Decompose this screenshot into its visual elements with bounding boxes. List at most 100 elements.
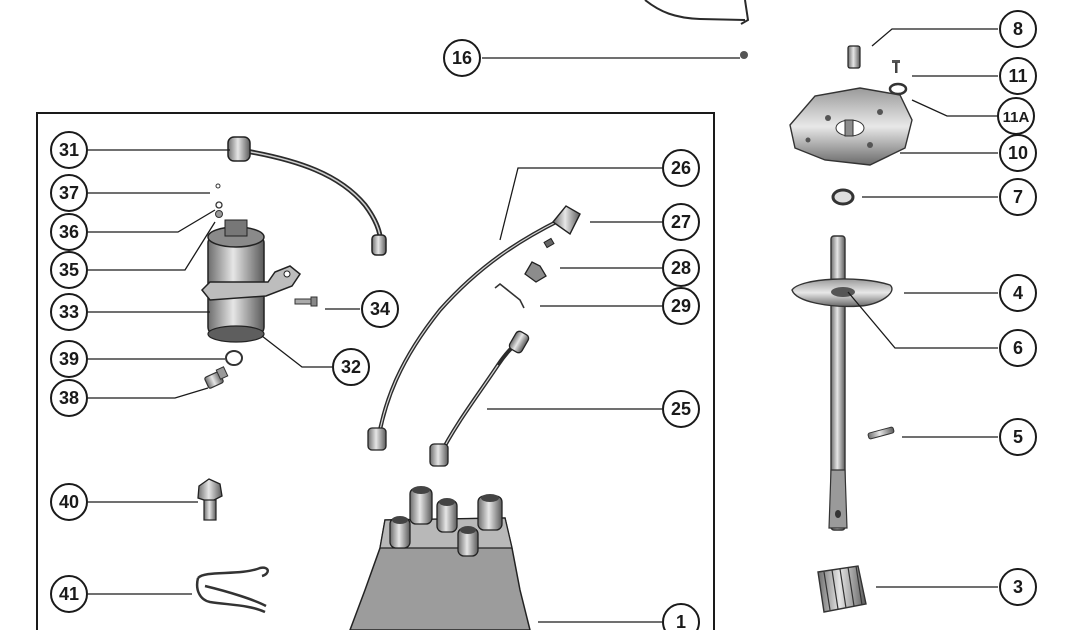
callout-circle (662, 249, 700, 287)
callout-27: 27 (662, 203, 700, 241)
callout-number: 41 (59, 584, 79, 604)
callout-circle (999, 568, 1037, 606)
callout-number: 1 (676, 612, 686, 630)
part-37-washer (215, 183, 221, 189)
callout-7: 7 (999, 178, 1037, 216)
part-29-spring (494, 282, 525, 309)
part-8-bushing (847, 45, 861, 69)
callout-number: 35 (59, 260, 79, 280)
callout-26: 26 (662, 149, 700, 187)
callout-16: 16 (443, 39, 481, 77)
part-38-screw (204, 366, 229, 389)
callout-circle (999, 329, 1037, 367)
part-32-coil-bracket (200, 265, 302, 301)
callout-number: 11 (1008, 66, 1027, 86)
callout-circle (999, 274, 1037, 312)
callout-number: 34 (370, 299, 390, 319)
callout-circle (361, 290, 399, 328)
callout-number: 5 (1013, 427, 1023, 447)
part-7-washer (831, 188, 855, 206)
callout-36: 36 (50, 213, 88, 251)
part-36-washer (215, 201, 223, 209)
callout-circle (662, 390, 700, 428)
callout-37: 37 (50, 174, 88, 212)
callout-number: 28 (671, 258, 691, 278)
callout-11: 11 (999, 57, 1037, 95)
callout-40: 40 (50, 483, 88, 521)
callout-39: 39 (50, 340, 88, 378)
callout-5: 5 (999, 418, 1037, 456)
part-11A-washer (888, 82, 908, 96)
callout-number: 11A (1003, 109, 1030, 126)
callout-circle (999, 57, 1037, 95)
part-34-screw (294, 296, 318, 307)
callout-circle (332, 348, 370, 386)
callout-number: 29 (671, 296, 691, 316)
callout-11a: 11A (997, 97, 1035, 135)
leader-lines (88, 28, 998, 623)
callout-number: 38 (59, 388, 79, 408)
part-27-boot (543, 205, 581, 249)
callout-number: 8 (1013, 19, 1023, 39)
part-35-nut (215, 210, 223, 218)
callout-4: 4 (999, 274, 1037, 312)
callout-3: 3 (999, 568, 1037, 606)
callout-circle (662, 203, 700, 241)
callout-number: 32 (341, 357, 361, 377)
callout-circle (50, 251, 88, 289)
callout-circle (50, 483, 88, 521)
callout-circle (50, 293, 88, 331)
callout-circle (997, 97, 1035, 135)
callout-number: 40 (59, 492, 79, 512)
callout-circle (999, 10, 1037, 48)
callout-circle (50, 174, 88, 212)
part-1-distributor-cap (348, 486, 531, 631)
callout-34: 34 (361, 290, 399, 328)
callout-circle (50, 379, 88, 417)
callout-number: 6 (1013, 338, 1023, 358)
callout-number: 33 (59, 302, 79, 322)
part-31-coil-lead (227, 136, 387, 256)
callout-number: 37 (59, 183, 79, 203)
callout-number: 7 (1013, 187, 1023, 207)
part-10-breaker-plate (789, 87, 913, 166)
callout-number: 36 (59, 222, 79, 242)
callout-number: 31 (59, 140, 79, 160)
callout-number: 27 (671, 212, 691, 232)
callout-8: 8 (999, 10, 1037, 48)
part-40-bolt (197, 478, 223, 521)
part-26-distributor-lead (367, 218, 561, 451)
part-16-nut (740, 51, 748, 59)
callout-number: 10 (1008, 143, 1028, 163)
part-3-drive-gear (817, 565, 867, 613)
callout-circle (999, 134, 1037, 172)
callout-circle (662, 603, 700, 635)
callout-1: 1 (662, 603, 700, 635)
part-25-lead (429, 330, 530, 467)
callout-41: 41 (50, 575, 88, 613)
callout-circle (50, 213, 88, 251)
part-5-pin (867, 426, 895, 440)
callout-33: 33 (50, 293, 88, 331)
callout-number: 16 (452, 48, 472, 68)
callout-number: 39 (59, 349, 79, 369)
part-39-lockwasher (225, 350, 243, 366)
callout-29: 29 (662, 287, 700, 325)
callout-circle (999, 418, 1037, 456)
callout-31: 31 (50, 131, 88, 169)
inset-frame (36, 112, 715, 630)
callout-circle (50, 575, 88, 613)
callout-38: 38 (50, 379, 88, 417)
callout-number: 25 (671, 399, 691, 419)
part-11-screw (892, 60, 900, 73)
callout-6: 6 (999, 329, 1037, 367)
callout-number: 3 (1013, 577, 1023, 597)
callout-35: 35 (50, 251, 88, 289)
cable-fragment-top (644, 0, 750, 25)
part-4-shaft-assembly (791, 235, 893, 531)
part-33-ignition-coil (207, 219, 265, 343)
part-28-terminal (524, 261, 547, 283)
